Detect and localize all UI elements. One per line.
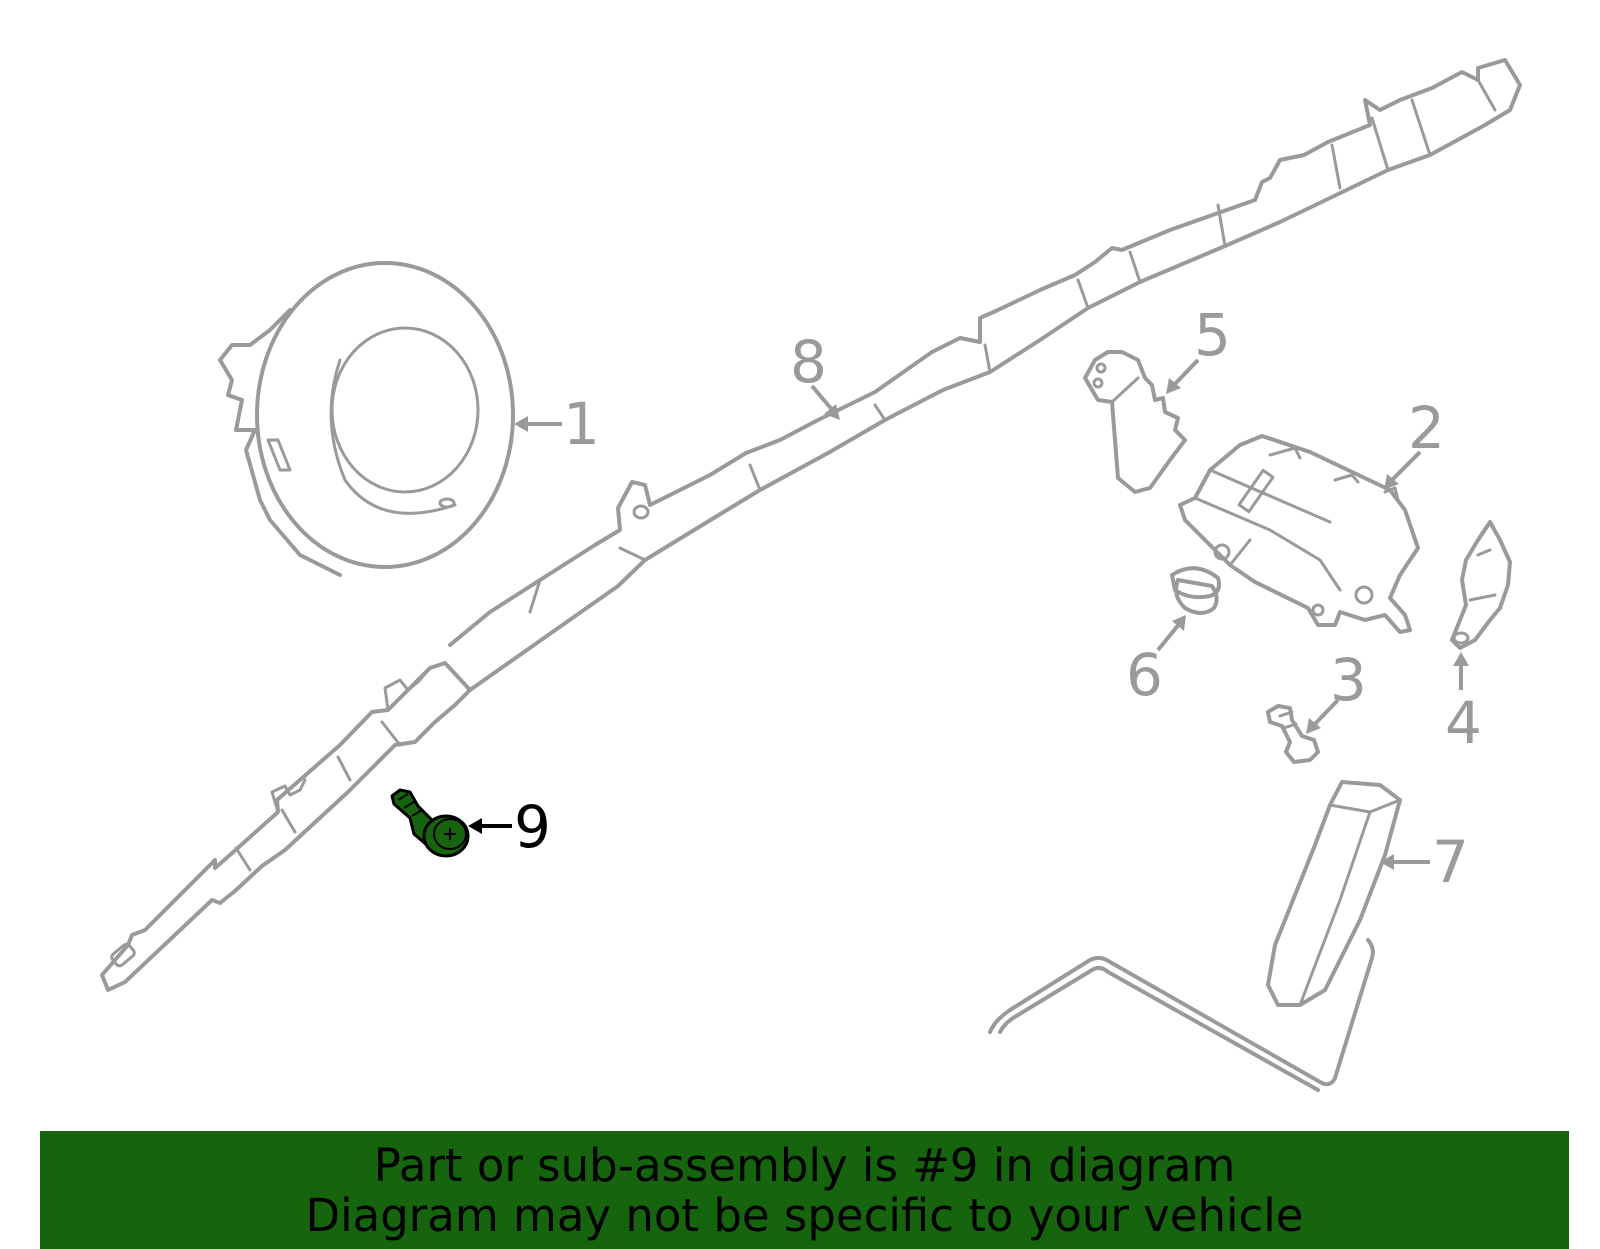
callout-3: 3 — [1306, 646, 1367, 734]
svg-text:9: 9 — [514, 793, 551, 861]
callout-5: 5 — [1166, 301, 1231, 394]
callout-6: 6 — [1126, 615, 1186, 709]
svg-text:2: 2 — [1408, 394, 1445, 462]
svg-text:6: 6 — [1126, 641, 1163, 709]
callout-1: 1 — [514, 390, 600, 458]
part-8-curtain-airbag[interactable] — [100, 58, 1522, 992]
svg-text:1: 1 — [563, 390, 600, 458]
part-3-bolt[interactable] — [1266, 704, 1320, 764]
svg-text:3: 3 — [1330, 646, 1367, 714]
callout-9: 9 — [468, 793, 551, 861]
callout-8: 8 — [790, 328, 840, 420]
part-2-passenger-airbag[interactable] — [1178, 434, 1420, 634]
svg-text:4: 4 — [1445, 689, 1482, 757]
part-9-bolt-highlighted[interactable] — [390, 788, 470, 858]
part-4-bracket[interactable] — [1450, 520, 1512, 650]
svg-text:8: 8 — [790, 328, 827, 396]
callout-2: 2 — [1384, 394, 1445, 490]
svg-text:7: 7 — [1432, 828, 1469, 896]
banner-line-2: Diagram may not be specific to your vehi… — [305, 1189, 1304, 1242]
callout-4: 4 — [1445, 652, 1482, 757]
callout-7: 7 — [1380, 828, 1469, 896]
svg-text:5: 5 — [1194, 301, 1231, 369]
info-banner: Part or sub-assembly is #9 in diagram Di… — [40, 1131, 1569, 1249]
part-6-nut[interactable] — [1170, 566, 1221, 615]
part-5-bracket[interactable] — [1083, 350, 1187, 494]
banner-line-1: Part or sub-assembly is #9 in diagram — [373, 1139, 1236, 1192]
part-1-driver-airbag[interactable] — [218, 261, 515, 577]
part-7-knee-airbag[interactable] — [988, 780, 1402, 1092]
